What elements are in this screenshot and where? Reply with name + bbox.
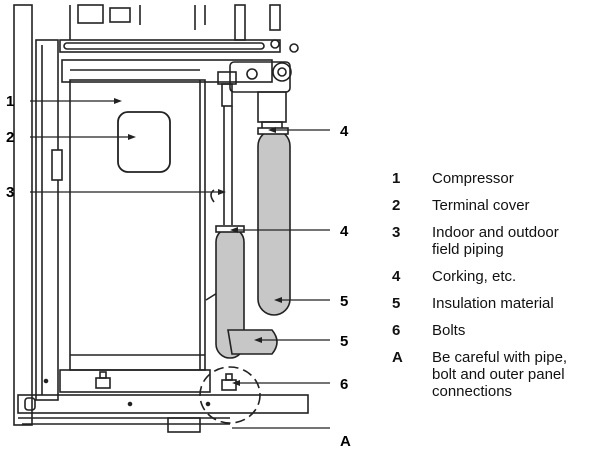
compressor	[59, 79, 211, 393]
terminal-cover	[117, 111, 171, 173]
leader-arrowheads	[114, 98, 282, 386]
leader-lines	[30, 100, 330, 429]
insulation-tubes	[215, 127, 291, 359]
callout-6: 6	[340, 376, 348, 393]
legend-text: Terminal cover	[432, 197, 530, 214]
legend-text: Indoor and outdoor field piping	[432, 224, 559, 258]
legend-text: Compressor	[432, 170, 514, 187]
legend-key: 4	[392, 268, 401, 285]
legend-key: 3	[392, 224, 401, 241]
legend-key: 1	[392, 170, 401, 187]
callout-2: 2	[6, 129, 14, 146]
callout-5-lower: 5	[340, 333, 348, 350]
legend-item-2: 2 Terminal cover	[392, 197, 598, 214]
legend-item-5: 5 Insulation material	[392, 295, 598, 312]
callout-4-upper: 4	[340, 123, 349, 140]
legend-text: Corking, etc.	[432, 268, 517, 285]
legend-text: Bolts	[432, 322, 466, 339]
legend-item-6: 6 Bolts	[392, 322, 598, 339]
legend-key: 6	[392, 322, 401, 339]
legend-key: 5	[392, 295, 401, 312]
callout-3: 3	[6, 184, 14, 201]
legend-item-3: 3 Indoor and outdoor field piping	[392, 224, 598, 258]
legend-item-A: A Be careful with pipe, bolt and outer p…	[392, 349, 598, 400]
bolts	[95, 371, 237, 391]
callout-4-lower: 4	[340, 223, 349, 240]
callout-5-upper: 5	[340, 293, 348, 310]
valve-assembly	[217, 43, 299, 131]
unit-frame	[13, 4, 309, 433]
legend-text: Be careful with pipe, bolt and outer pan…	[432, 349, 568, 400]
callout-A: A	[340, 433, 351, 450]
caution-circle	[199, 366, 261, 424]
legend-item-1: 1 Compressor	[392, 170, 598, 187]
legend-key: 2	[392, 197, 401, 214]
legend-item-4: 4 Corking, etc.	[392, 268, 598, 285]
legend-text: Insulation material	[432, 295, 554, 312]
legend-key: A	[392, 349, 403, 366]
top-bracket	[59, 4, 281, 83]
legend: 1 Compressor 2 Terminal cover 3 Indoor a…	[392, 170, 598, 410]
callout-1: 1	[6, 93, 14, 110]
